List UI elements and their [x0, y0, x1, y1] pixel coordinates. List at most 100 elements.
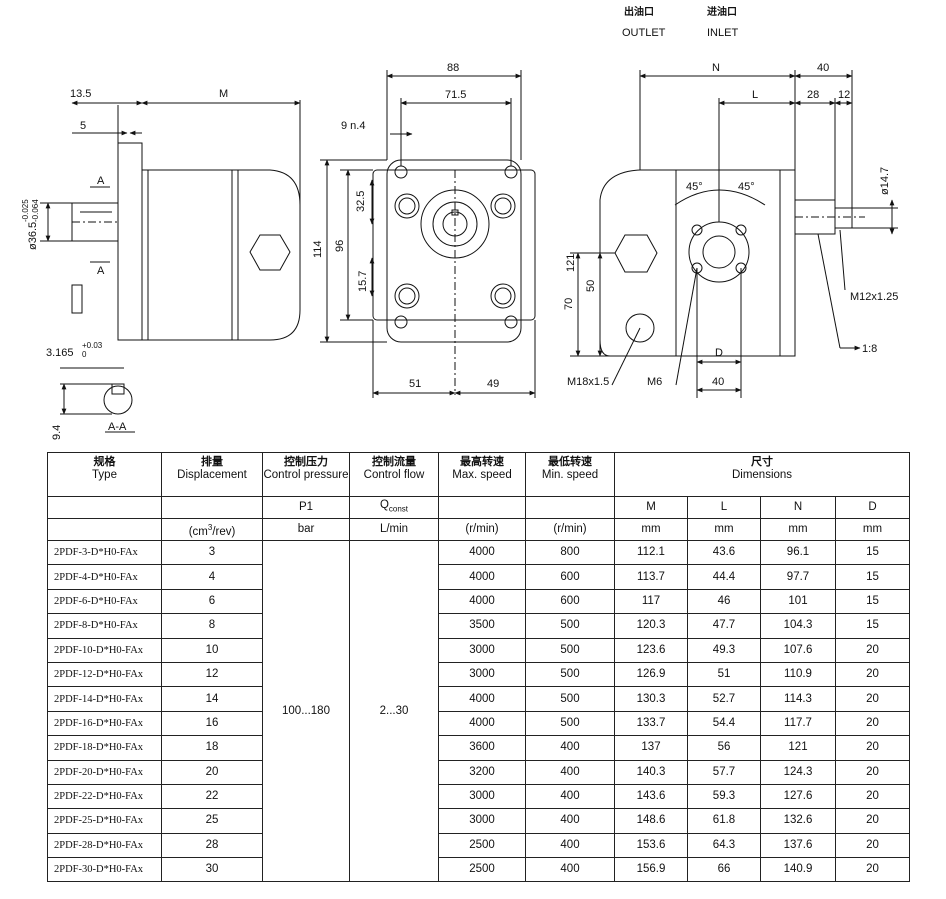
cell-N: 110.9	[760, 661, 836, 688]
dim-dia-14-7: ø14.7	[879, 167, 891, 195]
section-mark-bottom: A	[97, 265, 105, 277]
cell-M: 148.6	[614, 808, 688, 834]
unit-pressure: bar	[262, 518, 350, 541]
dim-96: 96	[334, 240, 346, 252]
thread-m18: M18x1.5	[567, 376, 609, 388]
cell-L: 46	[687, 588, 761, 615]
cell-D: 20	[834, 832, 911, 859]
cell-min: 400	[525, 759, 615, 785]
cell-M: 156.9	[614, 857, 688, 883]
cell-D: 15	[834, 539, 911, 566]
cell-max: 4000	[438, 539, 526, 566]
cell-type: 2PDF-3-D*H0-FAx	[47, 539, 162, 566]
cell-type: 2PDF-28-D*H0-FAx	[47, 832, 162, 859]
front-view-labels: 88 71.5 9 n.4 32.5 114 96 15.7 51 49	[312, 62, 499, 390]
cell-disp: 20	[161, 759, 263, 785]
angle-45-right: 45°	[738, 181, 755, 193]
key-tol-upper: +0.03	[82, 341, 103, 350]
outlet-en-label: OUTLET	[622, 27, 666, 39]
cell-L: 52.7	[687, 686, 761, 712]
unit-D: mm	[834, 518, 911, 541]
symbol-L: L	[687, 496, 761, 519]
cell-M: 113.7	[614, 564, 688, 590]
cell-N: 117.7	[760, 710, 836, 737]
symbol-empty-3	[438, 496, 526, 519]
section-mark-top: A	[97, 175, 105, 187]
inlet-en-label: INLET	[707, 27, 738, 39]
cell-min: 600	[525, 564, 615, 590]
cell-D: 20	[834, 735, 911, 761]
cell-type: 2PDF-4-D*H0-FAx	[47, 564, 162, 590]
dim-holes: 9 n.4	[341, 120, 365, 132]
front-view	[320, 70, 536, 398]
cell-max: 4000	[438, 686, 526, 712]
dim-28: 28	[807, 89, 819, 101]
cell-D: 20	[834, 783, 911, 810]
unit-max-speed: (r/min)	[438, 518, 526, 541]
cell-M: 133.7	[614, 710, 688, 737]
cell-L: 54.4	[687, 710, 761, 737]
cell-control-pressure: 100...180	[262, 539, 350, 883]
cell-type: 2PDF-10-D*H0-FAx	[47, 637, 162, 663]
cell-L: 47.7	[687, 613, 761, 639]
cell-N: 104.3	[760, 613, 836, 639]
dim-40-top: 40	[817, 62, 829, 74]
symbol-pressure: P1	[262, 496, 350, 519]
cell-max: 3500	[438, 613, 526, 639]
thread-m12: M12x1.25	[850, 291, 898, 303]
cell-M: 140.3	[614, 759, 688, 785]
cell-L: 49.3	[687, 637, 761, 663]
dim-70: 70	[563, 298, 575, 310]
dim-D: D	[715, 347, 723, 359]
cell-max: 2500	[438, 832, 526, 859]
symbol-N: N	[760, 496, 836, 519]
cell-M: 137	[614, 735, 688, 761]
cell-N: 114.3	[760, 686, 836, 712]
cell-type: 2PDF-22-D*H0-FAx	[47, 783, 162, 810]
cell-L: 43.6	[687, 539, 761, 566]
cell-L: 44.4	[687, 564, 761, 590]
symbol-D: D	[834, 496, 911, 519]
cell-max: 4000	[438, 588, 526, 615]
cell-M: 117	[614, 588, 688, 615]
cell-D: 20	[834, 661, 911, 688]
cell-min: 400	[525, 735, 615, 761]
cell-max: 3000	[438, 661, 526, 688]
cell-min: 500	[525, 637, 615, 663]
side-view-labels: 13.5 M 5 A A ø36.5 -0.025 -0.064 3.165 +…	[21, 88, 228, 440]
cell-min: 500	[525, 661, 615, 688]
cell-L: 56	[687, 735, 761, 761]
cell-min: 400	[525, 808, 615, 834]
dim-M: M	[219, 88, 228, 100]
cell-type: 2PDF-16-D*H0-FAx	[47, 710, 162, 737]
cell-max: 4000	[438, 564, 526, 590]
cell-min: 400	[525, 783, 615, 810]
cell-D: 15	[834, 588, 911, 615]
cell-disp: 14	[161, 686, 263, 712]
angle-45-left: 45°	[686, 181, 703, 193]
dim-88: 88	[447, 62, 459, 74]
dim-114: 114	[312, 240, 324, 258]
cell-disp: 12	[161, 661, 263, 688]
cell-min: 600	[525, 588, 615, 615]
cell-max: 3000	[438, 783, 526, 810]
shaft-tol-upper: -0.025	[21, 199, 30, 222]
cell-type: 2PDF-25-D*H0-FAx	[47, 808, 162, 834]
dim-5: 5	[80, 120, 86, 132]
symbol-empty-2	[161, 496, 263, 519]
cell-D: 15	[834, 564, 911, 590]
thread-m6: M6	[647, 376, 662, 388]
